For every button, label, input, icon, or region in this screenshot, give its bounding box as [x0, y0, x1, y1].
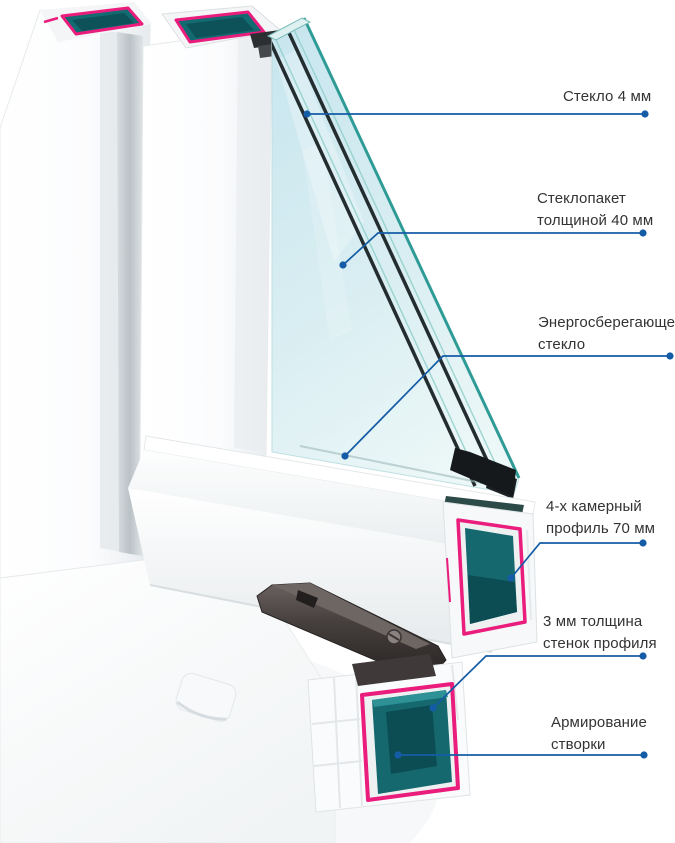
- sash-chamber-inner: [186, 17, 254, 38]
- chamber-partition: [313, 760, 363, 767]
- label-line: Стеклопакет: [537, 190, 626, 207]
- glass-bottom-seam: [299, 445, 503, 488]
- leader-dot: [341, 452, 349, 460]
- leader-dot: [507, 574, 515, 582]
- handle-recess: [175, 672, 237, 722]
- leader-dot: [394, 751, 402, 759]
- sash-front-surface: [128, 488, 516, 652]
- label-line: 3 мм толщина: [543, 613, 643, 630]
- leader-dot: [303, 110, 311, 118]
- leader-dot: [429, 704, 437, 712]
- leader-line-four-chamber: [510, 542, 643, 579]
- frame-gasket-line: [43, 16, 59, 24]
- label-glazing-unit: Стеклопакет толщиной 40 мм: [537, 188, 653, 232]
- label-line: профиль 70 мм: [546, 520, 656, 537]
- chamber-partition: [526, 529, 532, 621]
- label-line: створки: [551, 736, 606, 753]
- hardware-groove: [352, 654, 436, 686]
- frame-chamber-inner: [72, 13, 134, 31]
- glass-pane-edge-highlight: [289, 20, 504, 481]
- glass-outer-edge: [302, 17, 521, 479]
- glass-pane-edge: [282, 21, 499, 483]
- frame-sash-gap-shadow: [117, 32, 143, 556]
- leader-line-glazing-unit: [342, 232, 643, 266]
- leader-dots: [303, 110, 674, 759]
- label-energy-saving-glass: Энергосберегающее стекло: [538, 312, 675, 356]
- sash-reinforcement-channel: [372, 690, 452, 794]
- label-line: 4-х камерный: [546, 498, 642, 515]
- leader-dot: [639, 229, 647, 237]
- bottom-cross-section: [307, 654, 471, 813]
- sash-profile: [139, 5, 290, 473]
- sash-profile-side-shade: [234, 28, 272, 452]
- leader-dot: [339, 261, 347, 269]
- handle-recess-shadow: [176, 700, 227, 721]
- chamber-reinforcement-shadow: [468, 575, 517, 624]
- leader-dot: [640, 751, 648, 759]
- hardware-latch: [296, 590, 318, 608]
- leader-dot: [639, 652, 647, 660]
- label-line: Стекло 4 мм: [563, 88, 652, 105]
- label-line: толщиной 40 мм: [537, 212, 654, 229]
- label-line: стекло: [538, 336, 586, 353]
- label-glass-4mm: Стекло 4 мм: [563, 86, 651, 108]
- label-line: Энергосберегающее: [538, 314, 675, 331]
- label-line: стенок профиля: [543, 635, 657, 652]
- frame-profile: [0, 2, 152, 579]
- leader-lines: [307, 113, 670, 756]
- chamber-partition: [333, 676, 341, 809]
- label-sash-reinforcement: Армирование створки: [551, 712, 647, 756]
- chamber-partition: [355, 673, 363, 807]
- chamber-partition: [311, 718, 361, 725]
- glass-pane-edge-highlight: [272, 26, 482, 485]
- espagnolette-hardware: [256, 582, 447, 672]
- label-line: Армирование: [551, 714, 647, 731]
- leader-line-energy-glass: [344, 355, 670, 457]
- reinforcement-top-edge: [372, 690, 448, 707]
- chamber-partition: [451, 664, 459, 721]
- hardware-body: [256, 582, 447, 672]
- gasket-line: [446, 557, 451, 603]
- hardware-screw-slot: [388, 633, 400, 641]
- glass-pane-edge: [272, 27, 477, 487]
- leader-dot: [639, 539, 647, 547]
- sash-top-surface: [128, 450, 533, 556]
- leader-dot: [666, 352, 674, 360]
- glass-reflection-2: [302, 142, 352, 340]
- sash-bottom-profile: [128, 435, 536, 653]
- leader-line-wall-thickness: [432, 655, 643, 709]
- glazing-unit: [266, 17, 521, 499]
- frame-bottom-panel: [0, 551, 336, 843]
- glass-top-edge: [266, 17, 312, 41]
- label-wall-thickness: 3 мм толщина стенок профиля: [543, 611, 657, 655]
- glazing-edge-black: [450, 448, 516, 497]
- label-four-chamber-profile: 4-х камерный профиль 70 мм: [546, 496, 655, 540]
- leader-dot: [641, 110, 649, 118]
- sash-end-cross-section: [442, 448, 538, 659]
